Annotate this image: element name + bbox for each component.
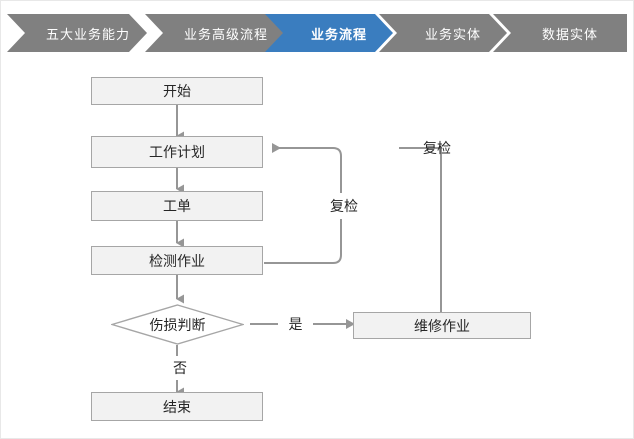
- flow-node-end-label: 结束: [163, 398, 191, 415]
- flow-node-repair[interactable]: 维修作业: [353, 312, 531, 339]
- chevron-shape-2: [265, 14, 393, 52]
- chevron-shape-4: [493, 14, 627, 52]
- flow-node-decision[interactable]: 伤损判断: [111, 304, 244, 345]
- flow-node-order-label: 工单: [163, 198, 191, 214]
- chevron-shape-3: [379, 14, 507, 52]
- chevron-shape-0: [7, 14, 147, 52]
- flow-node-order[interactable]: 工单: [91, 191, 263, 221]
- flow-node-plan[interactable]: 工作计划: [91, 136, 263, 168]
- flowchart: 开始 工作计划 工单 检测作业 伤损判断 维修作业 结束 是 否 复检 复检: [1, 56, 633, 438]
- edge-label-no: 否: [163, 356, 197, 380]
- flow-node-plan-label: 工作计划: [149, 144, 205, 160]
- flow-node-start[interactable]: 开始: [91, 77, 263, 105]
- edge-label-recheck-outer: 复检: [423, 140, 451, 156]
- edge-label-recheck-inner: 复检: [314, 193, 374, 219]
- flow-node-decision-label: 伤损判断: [149, 316, 206, 333]
- breadcrumb-item-4[interactable]: 数据实体: [493, 14, 627, 52]
- breadcrumb-item-0[interactable]: 五大业务能力: [7, 14, 147, 52]
- breadcrumb-item-3[interactable]: 业务实体: [379, 14, 507, 52]
- diamond-shape: [111, 304, 244, 345]
- flow-node-inspect[interactable]: 检测作业: [91, 246, 263, 275]
- breadcrumb-item-2[interactable]: 业务流程: [265, 14, 393, 52]
- flow-node-start-label: 开始: [163, 83, 191, 99]
- flow-node-end[interactable]: 结束: [91, 392, 263, 421]
- flow-connectors: [176, 105, 442, 397]
- edge-label-yes: 是: [278, 313, 313, 335]
- chevron-shape-1: [145, 14, 285, 52]
- flow-node-repair-label: 维修作业: [414, 317, 470, 334]
- flow-node-inspect-label: 检测作业: [149, 252, 205, 269]
- breadcrumb: 五大业务能力 业务高级流程 业务流程 业务实体 数据实体: [1, 14, 633, 52]
- breadcrumb-item-1[interactable]: 业务高级流程: [145, 14, 285, 52]
